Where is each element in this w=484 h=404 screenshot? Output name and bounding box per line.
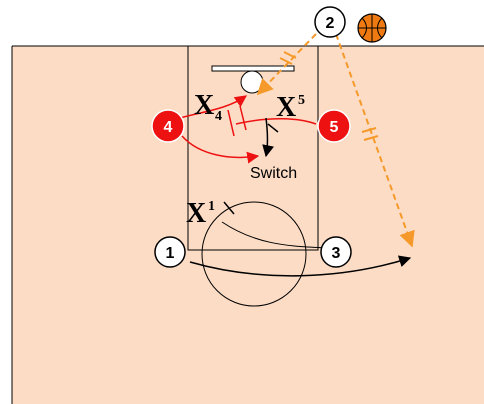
cut-4-to-rim	[179, 95, 247, 119]
pass-2-to-wing	[335, 33, 415, 248]
player-1: 1	[154, 236, 186, 268]
player-4-label: 4	[164, 119, 173, 136]
defender-x4-number: 4	[215, 109, 222, 124]
cut-5-across	[235, 118, 317, 125]
switch-move	[262, 117, 274, 158]
basketball-icon	[357, 13, 387, 43]
player-2: 2	[314, 6, 346, 38]
player-1-label: 1	[166, 245, 175, 262]
defender-x1-mark	[223, 201, 235, 215]
pass-tick	[361, 127, 377, 133]
player-5-label: 5	[330, 119, 339, 136]
screen-mark	[239, 105, 247, 131]
switch-label: Switch	[250, 165, 297, 182]
defender-x5-number: 5	[298, 93, 305, 108]
x1-to-3-line	[221, 221, 327, 249]
court-floor	[12, 46, 484, 404]
defender-x1-number: 1	[208, 199, 215, 214]
pass-2-to-rim	[256, 33, 317, 96]
drive-1-to-wing	[189, 255, 412, 277]
backboard	[211, 65, 295, 72]
player-3-label: 3	[332, 245, 341, 262]
screen-mark	[227, 109, 235, 137]
rim	[240, 70, 264, 94]
defender-x5-letter: X	[276, 92, 296, 123]
player-3: 3	[320, 236, 352, 268]
pass-tick	[283, 51, 297, 59]
pass-tick	[363, 135, 379, 141]
player-5: 5	[317, 109, 351, 143]
defender-x4-letter: X	[194, 90, 214, 121]
free-throw-circle	[201, 201, 307, 307]
defender-x5-mark	[267, 123, 279, 133]
pass-tick	[279, 57, 293, 65]
player-4: 4	[151, 109, 185, 143]
player-2-label: 2	[326, 15, 335, 32]
cut-4-under	[181, 135, 260, 164]
defender-x1-letter: X	[186, 198, 206, 229]
